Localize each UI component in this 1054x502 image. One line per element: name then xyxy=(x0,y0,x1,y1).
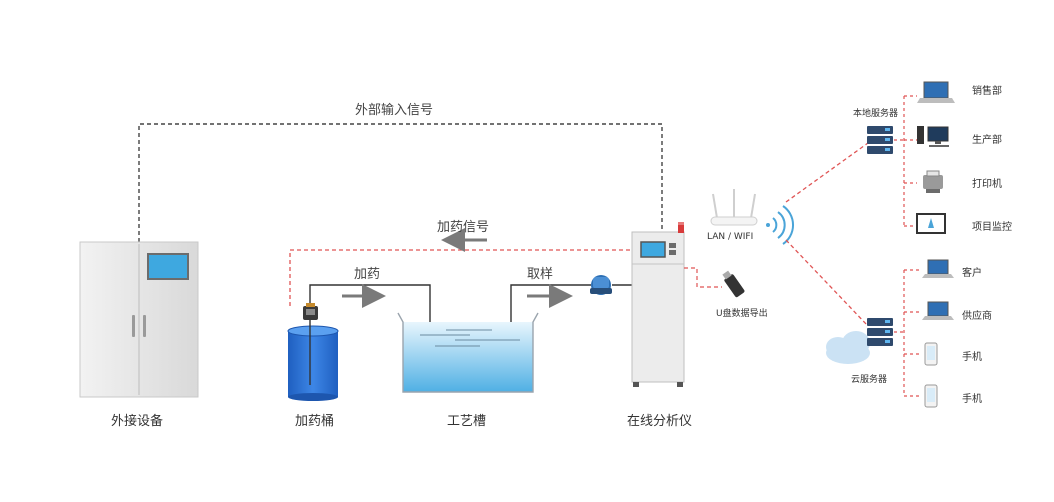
usb-link-line xyxy=(684,267,722,288)
process-tank xyxy=(397,312,539,393)
phone-icon xyxy=(924,384,938,408)
wifi-icon xyxy=(766,205,795,245)
dosing-pump-icon xyxy=(303,303,318,320)
cabinet-icon xyxy=(79,241,199,398)
cloud-branch-lines xyxy=(894,269,920,397)
local-node-label: 销售部 xyxy=(972,86,1002,97)
laptop-icon xyxy=(922,301,954,320)
cloud-node-label: 手机 xyxy=(962,394,982,405)
local-node-label: 项目监控 xyxy=(972,222,1012,233)
cloud-server-link xyxy=(785,239,869,327)
dosing-tank-label: 加药桶 xyxy=(295,414,335,429)
cloud-server-label: 云服务器 xyxy=(851,375,888,385)
local-server-label: 本地服务器 xyxy=(853,109,899,119)
printer-icon xyxy=(923,170,943,193)
cloud-node-label: 客户 xyxy=(962,268,982,279)
cloud-icon xyxy=(826,331,870,364)
cloud-node-label: 手机 xyxy=(962,352,982,363)
server-icon xyxy=(867,318,893,346)
local-branch-lines xyxy=(894,95,917,227)
cloud-node-label: 供应商 xyxy=(962,311,992,322)
sampling-pump-icon xyxy=(590,275,612,295)
local-node-label: 生产部 xyxy=(972,135,1002,146)
laptop-icon xyxy=(917,81,955,103)
usb-export-label: U盘数据导出 xyxy=(716,309,768,319)
local-server-link xyxy=(785,142,869,203)
dosing-tank xyxy=(287,317,339,401)
process-tank-label: 工艺槽 xyxy=(447,414,487,429)
external-device-label: 外接设备 xyxy=(111,414,164,429)
laptop-icon xyxy=(922,259,954,278)
local-node-label: 打印机 xyxy=(972,179,1002,190)
dosing-label: 加药 xyxy=(354,267,381,282)
server-icon xyxy=(867,126,893,154)
online-analyzer-label: 在线分析仪 xyxy=(627,414,693,429)
phone-icon xyxy=(924,342,938,366)
external-signal-label: 外部输入信号 xyxy=(355,103,434,118)
usb-drive-icon xyxy=(722,270,745,298)
sampling-label: 取样 xyxy=(527,267,554,282)
external-signal-line xyxy=(138,123,663,242)
dosing-signal-line xyxy=(289,249,630,308)
dosing-signal-label: 加药信号 xyxy=(437,220,490,235)
router-icon xyxy=(710,189,758,226)
desktop-pc-icon xyxy=(917,126,949,147)
lan-wifi-label: LAN / WIFI xyxy=(707,232,754,242)
online-analyzer xyxy=(631,222,685,387)
monitor-icon xyxy=(916,213,946,234)
